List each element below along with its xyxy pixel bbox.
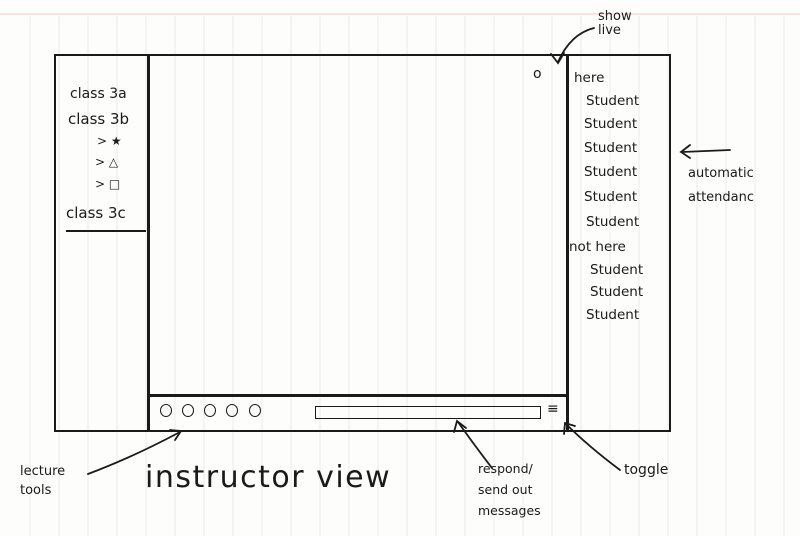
annotation-respond-messages: respond/ send out messages bbox=[478, 461, 541, 518]
annotation-automatic-attendance: automatic attendanc bbox=[688, 166, 755, 205]
annotation-lecture-tools: lecture tools bbox=[20, 464, 66, 498]
lecture-tool-1[interactable] bbox=[160, 404, 172, 417]
student-here-4[interactable]: Student bbox=[584, 164, 638, 180]
student-here-2[interactable]: Student bbox=[584, 116, 638, 132]
arrow-attendance bbox=[681, 149, 731, 153]
lecture-tool-3[interactable] bbox=[204, 404, 216, 417]
lecture-tool-2[interactable] bbox=[182, 404, 194, 417]
class-list-underline bbox=[66, 230, 146, 232]
subgroup-star[interactable]: > ★ bbox=[97, 134, 122, 148]
student-absent-1[interactable]: Student bbox=[590, 262, 644, 278]
lecture-tool-4[interactable] bbox=[226, 404, 238, 417]
toggle-menu-icon[interactable]: ≡ bbox=[547, 401, 559, 417]
subgroup-triangle[interactable]: > △ bbox=[95, 155, 119, 169]
student-here-6[interactable]: Student bbox=[586, 214, 640, 230]
instructor-window-frame bbox=[54, 54, 671, 432]
page-title: instructor view bbox=[145, 460, 392, 495]
show-live-indicator[interactable]: o bbox=[533, 66, 542, 82]
left-sidebar-divider bbox=[147, 56, 150, 432]
annotation-show-live: show live bbox=[598, 9, 632, 38]
class-item-3a[interactable]: class 3a bbox=[70, 86, 127, 102]
class-item-3b[interactable]: class 3b bbox=[68, 110, 130, 128]
class-item-3c[interactable]: class 3c bbox=[66, 204, 126, 222]
right-sidebar-divider bbox=[566, 56, 569, 432]
subgroup-square[interactable]: > □ bbox=[95, 177, 121, 191]
student-here-5[interactable]: Student bbox=[584, 189, 638, 205]
student-here-1[interactable]: Student bbox=[586, 93, 640, 109]
here-label: here bbox=[574, 70, 605, 86]
not-here-label: not here bbox=[569, 239, 626, 255]
annotation-toggle: toggle bbox=[624, 462, 669, 478]
lecture-tool-5[interactable] bbox=[249, 404, 261, 417]
message-input[interactable] bbox=[315, 406, 541, 419]
toolbar-divider bbox=[148, 394, 568, 397]
student-here-3[interactable]: Student bbox=[584, 140, 638, 156]
student-absent-3[interactable]: Student bbox=[586, 307, 640, 323]
student-absent-2[interactable]: Student bbox=[590, 284, 644, 300]
